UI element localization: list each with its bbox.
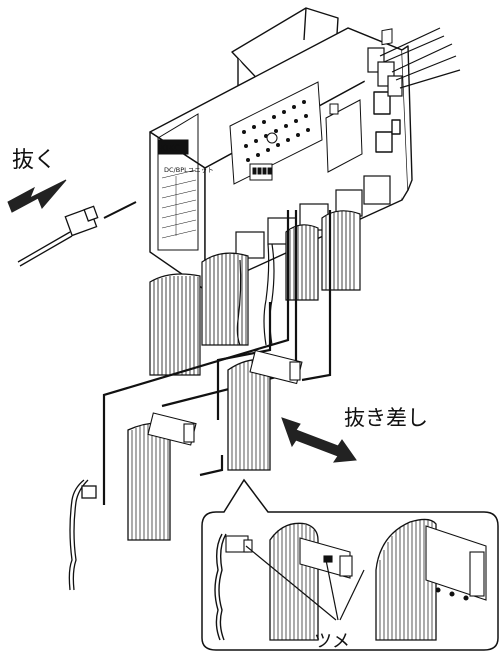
ribbon-cables xyxy=(149,210,361,376)
detached-connector xyxy=(17,201,137,267)
pull-out-label: 抜く xyxy=(12,148,57,173)
detail-connector-middle xyxy=(269,522,353,641)
leader-lines xyxy=(102,210,332,505)
ribbon-cable-3 xyxy=(285,224,319,301)
lower-twisted-wire xyxy=(68,479,97,591)
terminal-block xyxy=(229,28,393,185)
tab-pointer-lines xyxy=(245,545,365,621)
ribbon-cable-2 xyxy=(201,252,249,346)
brand-logo: KIKC xyxy=(160,144,180,154)
top-connectors xyxy=(367,27,461,97)
lower-cable-left xyxy=(127,412,197,541)
ribbon-cable-1 xyxy=(149,273,201,376)
ribbon-cable-4 xyxy=(321,210,361,291)
tab-label: ツメ xyxy=(314,631,350,652)
detail-connector-small xyxy=(214,533,253,641)
lower-cable-right xyxy=(227,349,303,471)
model-name: DC/BPLユニット xyxy=(164,166,214,174)
unit-label-plate: KIKC DC/BPLユニット xyxy=(157,113,214,251)
reconnect-label: 抜き差し xyxy=(344,406,428,430)
pull-out-arrow xyxy=(7,179,67,213)
detail-connector-large xyxy=(375,518,487,641)
reconnect-arrow xyxy=(281,417,357,463)
